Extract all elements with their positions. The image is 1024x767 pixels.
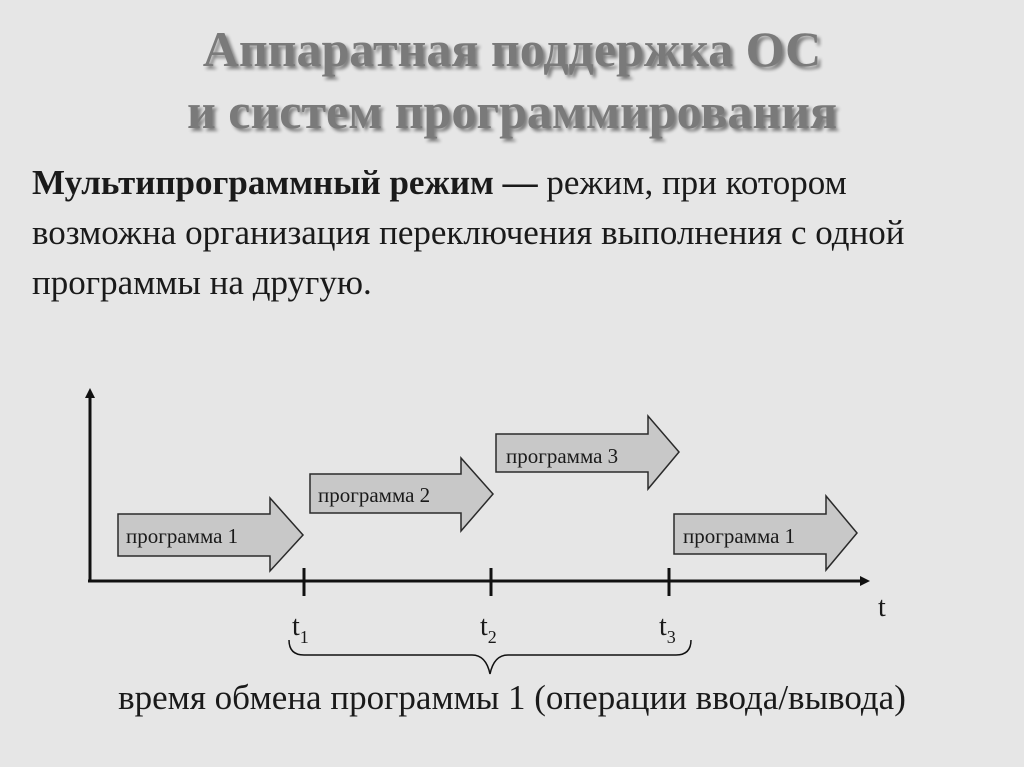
curly-brace [288, 639, 692, 675]
tick-label-2: t2 [480, 611, 497, 647]
program-arrow-1-label: программа 1 [126, 524, 238, 548]
definition-text: режим, при котором возможна организация … [32, 163, 905, 302]
tick-label-3-base: t [659, 611, 667, 642]
program-arrow-3-label: программа 3 [506, 444, 618, 468]
program-arrow-2-label: программа 2 [318, 483, 430, 507]
tick-label-3: t3 [659, 611, 676, 647]
program-arrow-4: программа 1 [673, 493, 858, 573]
time-axis-label: t [878, 592, 886, 623]
program-arrow-4-label: программа 1 [683, 524, 795, 548]
definition-paragraph: Мультипрограммный режим — режим, при кот… [32, 158, 992, 308]
definition-term: Мультипрограммный режим [32, 163, 494, 202]
tick-label-1-sub: 1 [300, 627, 309, 647]
definition-dash: — [493, 163, 547, 202]
tick-label-1-base: t [292, 611, 300, 642]
program-arrow-3: программа 3 [495, 413, 680, 492]
program-arrow-2: программа 2 [309, 456, 494, 534]
tick-label-2-sub: 2 [488, 627, 497, 647]
tick-label-3-sub: 3 [667, 627, 676, 647]
tick-label-1: t1 [292, 611, 309, 647]
slide-title-line-2: и систем программирования [186, 83, 838, 139]
io-exchange-caption: время обмена программы 1 (операции ввода… [118, 678, 906, 717]
program-arrow-1: программа 1 [117, 496, 305, 573]
tick-label-2-base: t [480, 611, 488, 642]
slide-title-line-1: Аппаратная поддержка ОС [202, 21, 822, 77]
slide-title: Аппаратная поддержка ОС и систем програм… [0, 18, 1024, 142]
